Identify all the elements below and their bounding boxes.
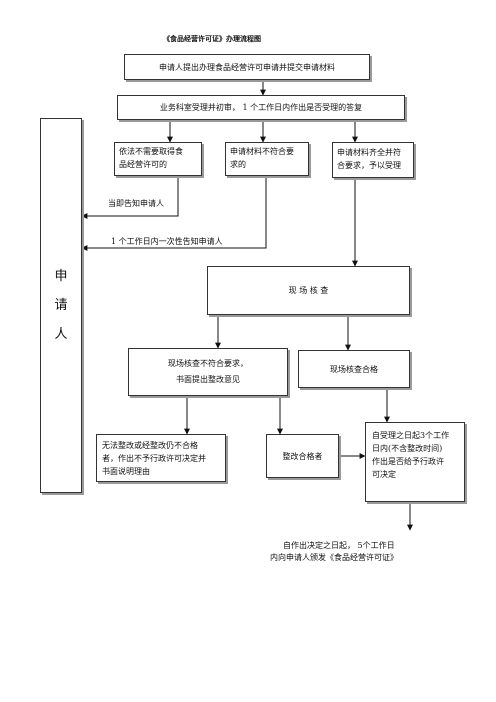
chart-title: 《食品经营许可证》办理流程图 [163, 35, 261, 43]
node-no-permit-needed: 依法不需要取得食 品经营许可的 [114, 142, 202, 176]
node-materials-incomplete: 申请材料不符合要 求的 [225, 142, 309, 176]
node-check-fail: 现场核查不符合要求， 书面提出整改意见 [128, 348, 288, 396]
arrow-incomplete-to-applicant [81, 176, 267, 251]
node-materials-complete: 申请材料齐全并符 合要求，予以受理 [332, 142, 414, 178]
applicant-label: 申 请 人 [54, 269, 68, 342]
note-notify-immediately: 当即告知申请人 [108, 199, 164, 208]
node-onsite-check: 现 场 核 查 [207, 266, 410, 315]
node-decision: 自受理之日起3个工作 日内(不含整改时间) 作出是否给予行政许 可决定 [365, 422, 465, 502]
node-rectified: 整改合格者 [266, 434, 339, 478]
node-submit: 申请人提出办理食品经营许可申请并提交申请材料 [124, 54, 370, 80]
applicant-box: 申 请 人 [40, 118, 82, 493]
note-notify-once: 1 个工作日内一次性告知申请人 [111, 237, 223, 246]
note-issue-line2: 内向申请人颁发《食品经营许可证》 [270, 553, 398, 562]
arrow-no-permit-to-applicant [81, 176, 179, 219]
node-review: 业务科室受理并初审， 1 个工作日内作出是否受理的答复 [117, 95, 405, 120]
node-reject: 无法整改或经整改仍不合格 者，作出不予行政许可决定并 书面说明理由 [96, 434, 226, 482]
node-check-pass: 现场核查合格 [298, 350, 410, 388]
note-issue-line1: 自作出决定之日起， 5个工作日 [283, 541, 395, 550]
